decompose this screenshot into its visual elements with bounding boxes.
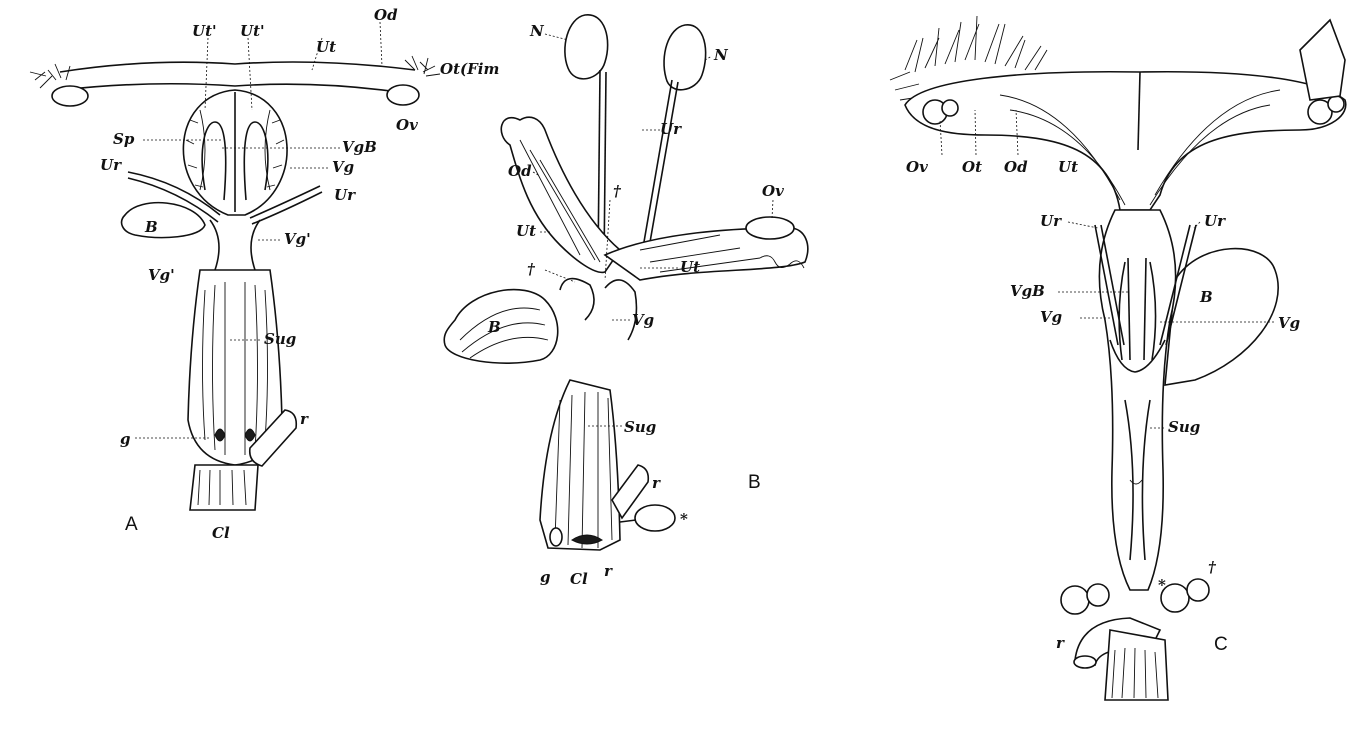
label-n-left: N xyxy=(529,22,545,40)
label-sug: Sug xyxy=(1168,418,1200,436)
label-vg: Vg xyxy=(332,158,354,176)
label-cl: Cl xyxy=(570,570,588,588)
label-ur-right: Ur xyxy=(334,186,356,204)
label-ur-right: Ur xyxy=(1204,212,1226,230)
label-ov: Ov xyxy=(906,158,928,176)
label-b: B xyxy=(487,318,501,336)
label-ut-left: Ut xyxy=(516,222,536,240)
label-asterisk: * xyxy=(1158,576,1166,594)
label-ot-fim: Ot(Fim xyxy=(440,60,499,78)
label-vgb: VgB xyxy=(1010,282,1045,300)
label-sp: Sp xyxy=(113,130,135,148)
label-od: Od xyxy=(508,162,532,180)
label-vg1-left: Vg' xyxy=(148,266,175,284)
panel-b: N N Ur Od † Ov Ut † Ut B Vg Sug r * g Cl… xyxy=(443,14,809,588)
label-dagger: † xyxy=(1208,558,1217,576)
label-vg1-right: Vg' xyxy=(284,230,311,248)
panel-b-letter: B xyxy=(748,472,761,493)
label-dagger-mid: † xyxy=(527,260,536,278)
label-ot: Ot xyxy=(962,158,982,176)
label-vg: Vg xyxy=(632,311,654,329)
label-ut: Ut xyxy=(1058,158,1078,176)
label-r: r xyxy=(1056,634,1065,652)
label-ut1-left: Ut' xyxy=(192,22,217,40)
panel-a: Ut' Ut' Ut Od Ot(Fim Ov Sp VgB Ur Vg Ur … xyxy=(29,6,499,542)
label-vg-left: Vg xyxy=(1040,308,1062,326)
label-g: g xyxy=(120,430,131,448)
label-r: r xyxy=(300,410,309,428)
label-cl: Cl xyxy=(212,524,230,542)
label-vgb: VgB xyxy=(342,138,377,156)
label-asterisk: * xyxy=(680,510,688,528)
label-g: g xyxy=(540,568,551,586)
label-b: B xyxy=(144,218,158,236)
label-ov: Ov xyxy=(396,116,418,134)
label-ov: Ov xyxy=(762,182,784,200)
panel-c: Ov Ot Od Ut Ur Ur VgB B Vg Vg Sug * † r … xyxy=(889,15,1347,701)
label-od: Od xyxy=(1004,158,1028,176)
label-ur: Ur xyxy=(660,120,682,138)
label-od: Od xyxy=(374,6,398,24)
label-r-top: r xyxy=(652,474,661,492)
label-ut: Ut xyxy=(316,38,336,56)
panel-c-letter: C xyxy=(1214,634,1228,655)
label-ut-right: Ut xyxy=(680,258,700,276)
label-dagger-top: † xyxy=(613,182,622,200)
label-ur-left: Ur xyxy=(100,156,122,174)
label-ur-left: Ur xyxy=(1040,212,1062,230)
label-b: B xyxy=(1199,288,1213,306)
panel-a-letter: A xyxy=(125,514,138,535)
label-vg-right: Vg xyxy=(1278,314,1300,332)
label-r-bottom: r xyxy=(604,562,613,580)
label-ut1-right: Ut' xyxy=(240,22,265,40)
label-sug: Sug xyxy=(624,418,656,436)
label-n-right: N xyxy=(713,46,729,64)
label-sug: Sug xyxy=(264,330,296,348)
